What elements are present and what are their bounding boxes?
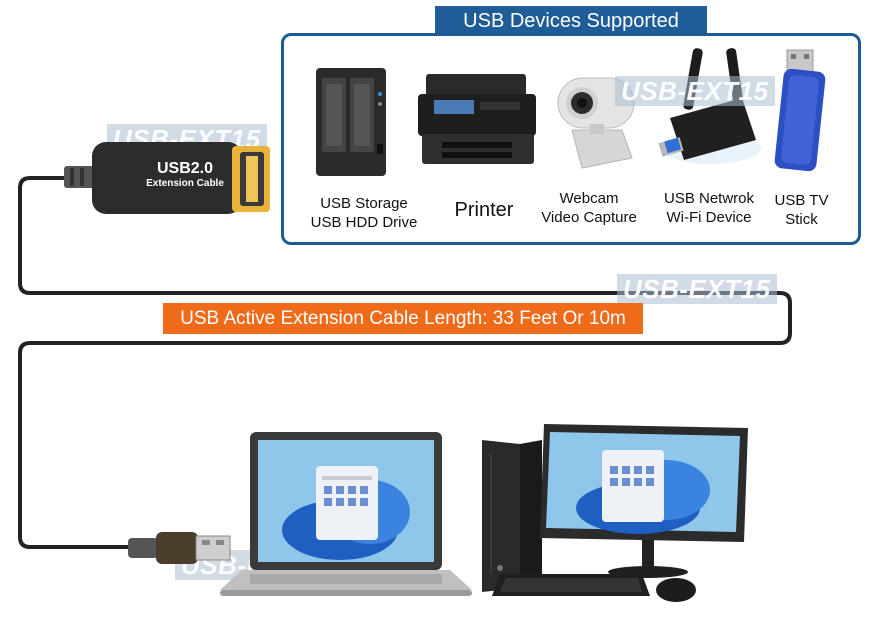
device-label-storage: USB Storage USB HDD Drive [299, 194, 429, 232]
device-label-line: Stick [785, 211, 818, 228]
device-label-line: USB TV [774, 192, 829, 209]
laptop-icon [220, 432, 472, 596]
storage-drive-icon [316, 68, 386, 176]
device-label-tv-stick: USB TV Stick [754, 191, 849, 229]
device-label-line: USB HDD Drive [310, 214, 418, 231]
device-label-line: Video Capture [541, 209, 637, 226]
male-connector-icon [128, 532, 231, 564]
device-label-printer: Printer [454, 199, 514, 221]
printer-icon [418, 74, 536, 164]
cable-box-subtitle: Extension Cable [146, 178, 224, 189]
device-label-line: USB Storage [320, 195, 408, 212]
device-label-wifi: USB Netwrok Wi-Fi Device [649, 189, 769, 227]
desktop-tower-icon [482, 440, 542, 592]
cable-length-banner: USB Active Extension Cable Length: 33 Fe… [163, 303, 643, 334]
mouse-icon [656, 578, 696, 602]
device-label-webcam: Webcam Video Capture [529, 189, 649, 227]
devices-panel: USB Storage USB HDD Drive Printer Webcam… [281, 33, 861, 245]
monitor-icon [540, 424, 748, 542]
keyboard-icon [492, 574, 650, 596]
device-label-line: USB Netwrok [663, 190, 755, 207]
female-connector-icon [64, 142, 270, 214]
devices-supported-title: USB Devices Supported [435, 6, 707, 36]
tv-stick-icon [774, 49, 826, 172]
watermark: USB-EXT15 [615, 76, 775, 106]
device-label-line: Webcam [559, 190, 619, 207]
wifi-adapter-icon [658, 48, 761, 164]
cable-box-label: USB2.0 Extension Cable [120, 160, 250, 190]
device-label-line: Wi-Fi Device [666, 209, 752, 226]
cable-box-title: USB2.0 [156, 160, 214, 177]
watermark: USB-EXT15 [617, 274, 777, 304]
